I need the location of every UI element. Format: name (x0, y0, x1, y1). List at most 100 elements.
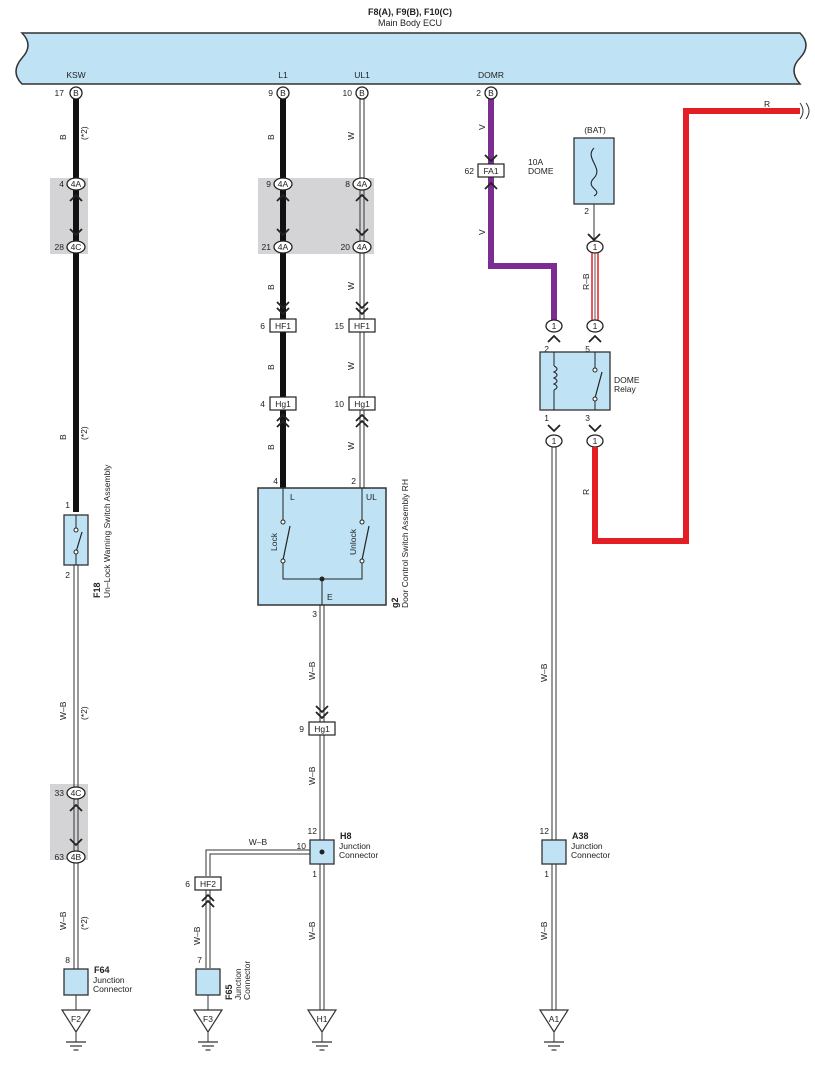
svg-text:W–B: W–B (307, 766, 317, 785)
dome-fuse (573, 137, 615, 205)
svg-text:(*2): (*2) (79, 126, 89, 140)
svg-text:W: W (346, 282, 356, 290)
fa1-connector (477, 163, 505, 178)
svg-text:12: 12 (308, 826, 318, 836)
svg-text:W: W (346, 362, 356, 370)
svg-text:28: 28 (55, 242, 65, 252)
svg-text:W–B: W–B (249, 837, 268, 847)
svg-text:6: 6 (260, 321, 265, 331)
svg-text:H1: H1 (317, 1014, 328, 1024)
svg-text:Lock: Lock (269, 532, 279, 551)
svg-text:20: 20 (341, 242, 351, 252)
svg-text:10: 10 (335, 399, 345, 409)
svg-text:W–B: W–B (58, 701, 68, 720)
g2-id: g2 (390, 597, 400, 608)
svg-text:33: 33 (55, 788, 65, 798)
ecu-body (15, 32, 807, 85)
svg-text:W–B: W–B (192, 926, 202, 945)
svg-text:B: B (266, 364, 276, 370)
hg1-connector (269, 396, 297, 411)
hf2-connector (194, 876, 222, 891)
hg1-connector (348, 396, 376, 411)
svg-text:9: 9 (299, 724, 304, 734)
hg1-connector (308, 721, 336, 736)
svg-text:B: B (58, 434, 68, 440)
svg-text:3: 3 (585, 413, 590, 423)
door-lock-circuit: B 9 B 10 B W 4A 9 4A 21 4A 8 4A 20 B W H… (185, 86, 410, 1051)
main-body-ecu: F8(A), F9(B), F10(C) Main Body ECU KSW L… (15, 7, 807, 85)
svg-text:E: E (327, 592, 333, 602)
f18-id: F18 (92, 582, 102, 598)
svg-text:1: 1 (65, 500, 70, 510)
f64-name: Junction Connector (93, 976, 133, 994)
svg-text:1: 1 (544, 869, 549, 879)
svg-text:4: 4 (260, 399, 265, 409)
h8-name: Junction Connector (339, 842, 379, 860)
svg-text:4C: 4C (71, 788, 82, 798)
a38-id: A38 (572, 831, 589, 841)
dome-relay (539, 351, 611, 411)
svg-text:W–B: W–B (539, 921, 549, 940)
ground-a1 (538, 1009, 570, 1034)
a38-name: Junction Connector (571, 842, 611, 860)
svg-text:4: 4 (59, 179, 64, 189)
svg-text:63: 63 (55, 852, 65, 862)
svg-text:Hg1: Hg1 (354, 399, 370, 409)
svg-text:4B: 4B (71, 852, 82, 862)
hf1-connector (269, 318, 297, 333)
svg-text:2: 2 (476, 88, 481, 98)
svg-text:17: 17 (55, 88, 65, 98)
f65-name: Junction Connector (234, 960, 252, 1000)
g2-name: Door Control Switch Assembly RH (400, 479, 410, 608)
svg-text:HF1: HF1 (275, 321, 291, 331)
f64-id: F64 (94, 965, 110, 975)
svg-text:B: B (266, 284, 276, 290)
svg-text:1: 1 (593, 321, 598, 331)
svg-text:10: 10 (297, 841, 307, 851)
ksw-circuit: B 17 B (*2) 4A 4 4C 28 B (*2) 1 2 F18 Un… (50, 86, 133, 1051)
svg-text:B: B (266, 134, 276, 140)
svg-text:UL: UL (366, 492, 377, 502)
svg-text:Hg1: Hg1 (314, 724, 330, 734)
a38-junction (541, 839, 567, 865)
ecu-ids: F8(A), F9(B), F10(C) (368, 7, 452, 17)
svg-text:1: 1 (312, 869, 317, 879)
h8-id: H8 (340, 831, 352, 841)
svg-text:B: B (359, 88, 365, 98)
junction-shade (50, 178, 88, 254)
f18-name: Un–Lock Warning Switch Assembly (102, 464, 112, 598)
svg-text:(*2): (*2) (79, 916, 89, 930)
f65-id: F65 (224, 984, 234, 1000)
svg-text:B: B (280, 88, 286, 98)
svg-text:F2: F2 (71, 1014, 81, 1024)
svg-text:4A: 4A (71, 179, 82, 189)
svg-text:15: 15 (335, 321, 345, 331)
svg-text:V: V (477, 229, 487, 235)
svg-text:B: B (488, 88, 494, 98)
svg-text:R: R (581, 489, 591, 495)
wire-v (488, 99, 557, 320)
svg-text:Unlock: Unlock (348, 528, 358, 555)
svg-text:Hg1: Hg1 (275, 399, 291, 409)
svg-text:FA1: FA1 (483, 166, 498, 176)
svg-text:12: 12 (540, 826, 550, 836)
wire-r (592, 108, 800, 544)
svg-text:W–B: W–B (307, 921, 317, 940)
ground-f2 (60, 1009, 92, 1034)
terminal-ksw-label: KSW (66, 70, 85, 80)
svg-text:4A: 4A (357, 179, 368, 189)
svg-text:5: 5 (585, 344, 590, 354)
svg-text:21: 21 (262, 242, 272, 252)
terminal-ul1-label: UL1 (354, 70, 370, 80)
svg-text:1: 1 (544, 413, 549, 423)
svg-text:9: 9 (268, 88, 273, 98)
svg-text:2: 2 (544, 344, 549, 354)
svg-text:F3: F3 (203, 1014, 213, 1024)
svg-text:1: 1 (593, 436, 598, 446)
terminal-l1-label: L1 (278, 70, 288, 80)
ecu-name: Main Body ECU (378, 18, 442, 28)
svg-text:3: 3 (312, 609, 317, 619)
svg-text:R: R (764, 99, 770, 109)
svg-text:8: 8 (65, 955, 70, 965)
